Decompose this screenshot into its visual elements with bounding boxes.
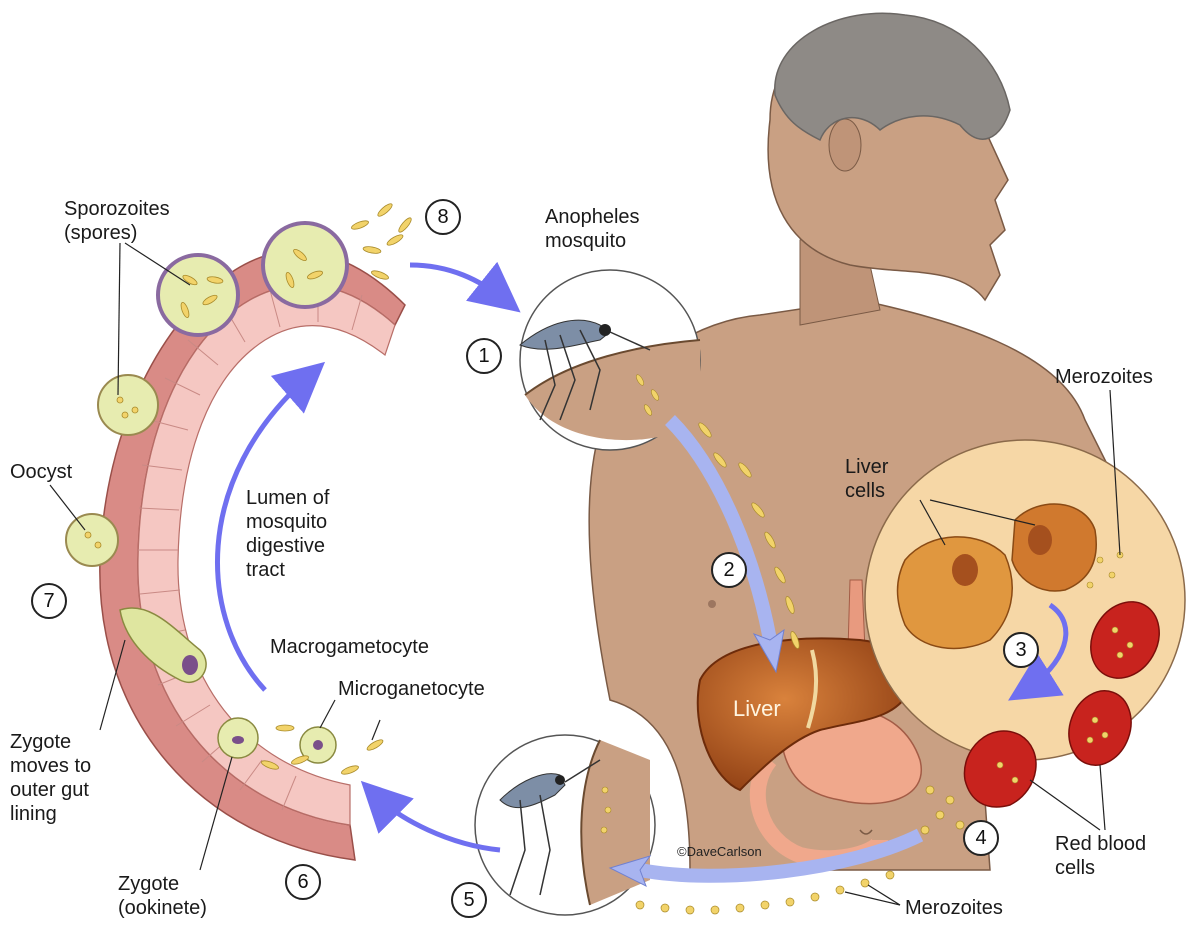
arrow-to-gut (360, 780, 501, 853)
step-7-badge: 7 (31, 583, 67, 619)
label-sporozoites: Sporozoites (spores) (64, 198, 170, 244)
cycle-arrows (214, 261, 924, 888)
arrow-gut-to-mosquito (409, 261, 521, 313)
ruptured-oocyst (261, 221, 349, 309)
merozoite-trail (635, 785, 965, 915)
label-merozoites-bottom: Merozoites (905, 897, 1003, 919)
cysts (65, 221, 349, 683)
mosquito-bite-zoom-bottom (474, 734, 656, 916)
step-4-badge: 4 (963, 820, 999, 856)
arrow-blood-to-mosquito (638, 828, 924, 883)
liver-cell-1 (896, 536, 1013, 650)
sporozoite-trail (698, 422, 800, 649)
credit-text: ©DaveCarlson (677, 844, 762, 859)
step-2-badge: 2 (711, 552, 747, 588)
oocyst-small (65, 513, 119, 567)
step-1-badge: 1 (466, 338, 502, 374)
red-cell-bursting (963, 730, 1037, 808)
oocyst-mid (97, 374, 159, 436)
liver (696, 637, 916, 792)
label-liver-cells: Liver cells (845, 456, 889, 502)
mosquito-bite-zoom-top (519, 269, 701, 451)
liver-cell-2 (1011, 503, 1097, 592)
released-sporozoites (351, 203, 412, 280)
hair (774, 12, 1011, 142)
label-lumen: Lumen of mosquito digestive tract (246, 487, 330, 581)
step-3-badge: 3 (1003, 632, 1039, 668)
label-merozoites-top: Merozoites (1055, 366, 1153, 388)
label-anopheles-mosquito: Anopheles mosquito (545, 206, 640, 252)
sporozoite-oocyst (156, 253, 240, 337)
mosquito-body-2 (499, 773, 566, 809)
step-5-badge: 5 (451, 882, 487, 918)
pointer-lines (49, 242, 1121, 906)
ear (828, 118, 862, 172)
label-macrogametocyte: Macrogametocyte (270, 636, 429, 658)
label-red-blood-cells: Red blood cells (1055, 833, 1147, 879)
arrow-skin-to-liver (665, 415, 777, 642)
gametocytes (217, 717, 384, 775)
step-6-badge: 6 (285, 864, 321, 900)
red-cell-1 (1090, 601, 1160, 679)
label-zygote-moves: Zygote moves to outer gut lining (10, 731, 92, 825)
label-oocyst: Oocyst (10, 461, 73, 483)
label-liver: Liver (733, 696, 781, 721)
step-8-badge: 8 (425, 199, 461, 235)
arrow-up-lumen (214, 361, 326, 692)
liver-blood-zoom (864, 439, 1186, 808)
red-cell-2 (1068, 690, 1132, 766)
label-microganetocyte: Microganetocyte (338, 678, 485, 700)
label-zygote-ookinete: Zygote (ookinete) (118, 873, 207, 919)
